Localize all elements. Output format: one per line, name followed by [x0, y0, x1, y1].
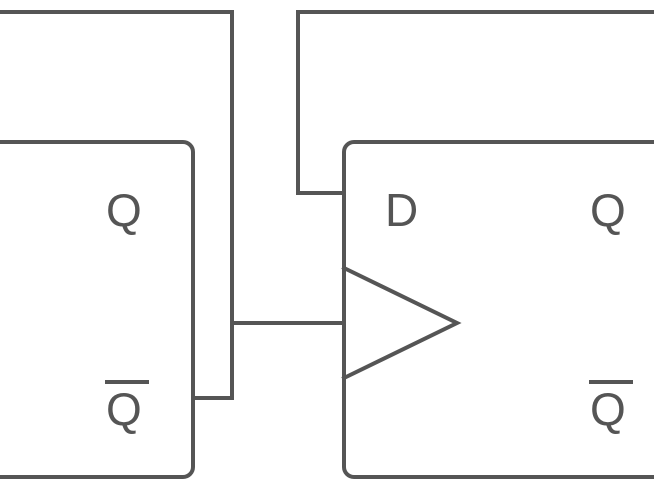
- left-flipflop-box: [0, 140, 195, 479]
- left-q-label: Q: [106, 184, 142, 236]
- right-flipflop-box: [342, 140, 654, 479]
- right-qbar-label: Q: [590, 383, 626, 435]
- right-q-label: Q: [590, 184, 626, 236]
- clock-triangle-icon: [341, 265, 462, 381]
- wire-left-top-feedback: [0, 10, 234, 400]
- right-d-label: D: [385, 184, 418, 236]
- wire-right-top-feedback: [296, 10, 654, 195]
- left-qbar-label: Q: [106, 383, 142, 435]
